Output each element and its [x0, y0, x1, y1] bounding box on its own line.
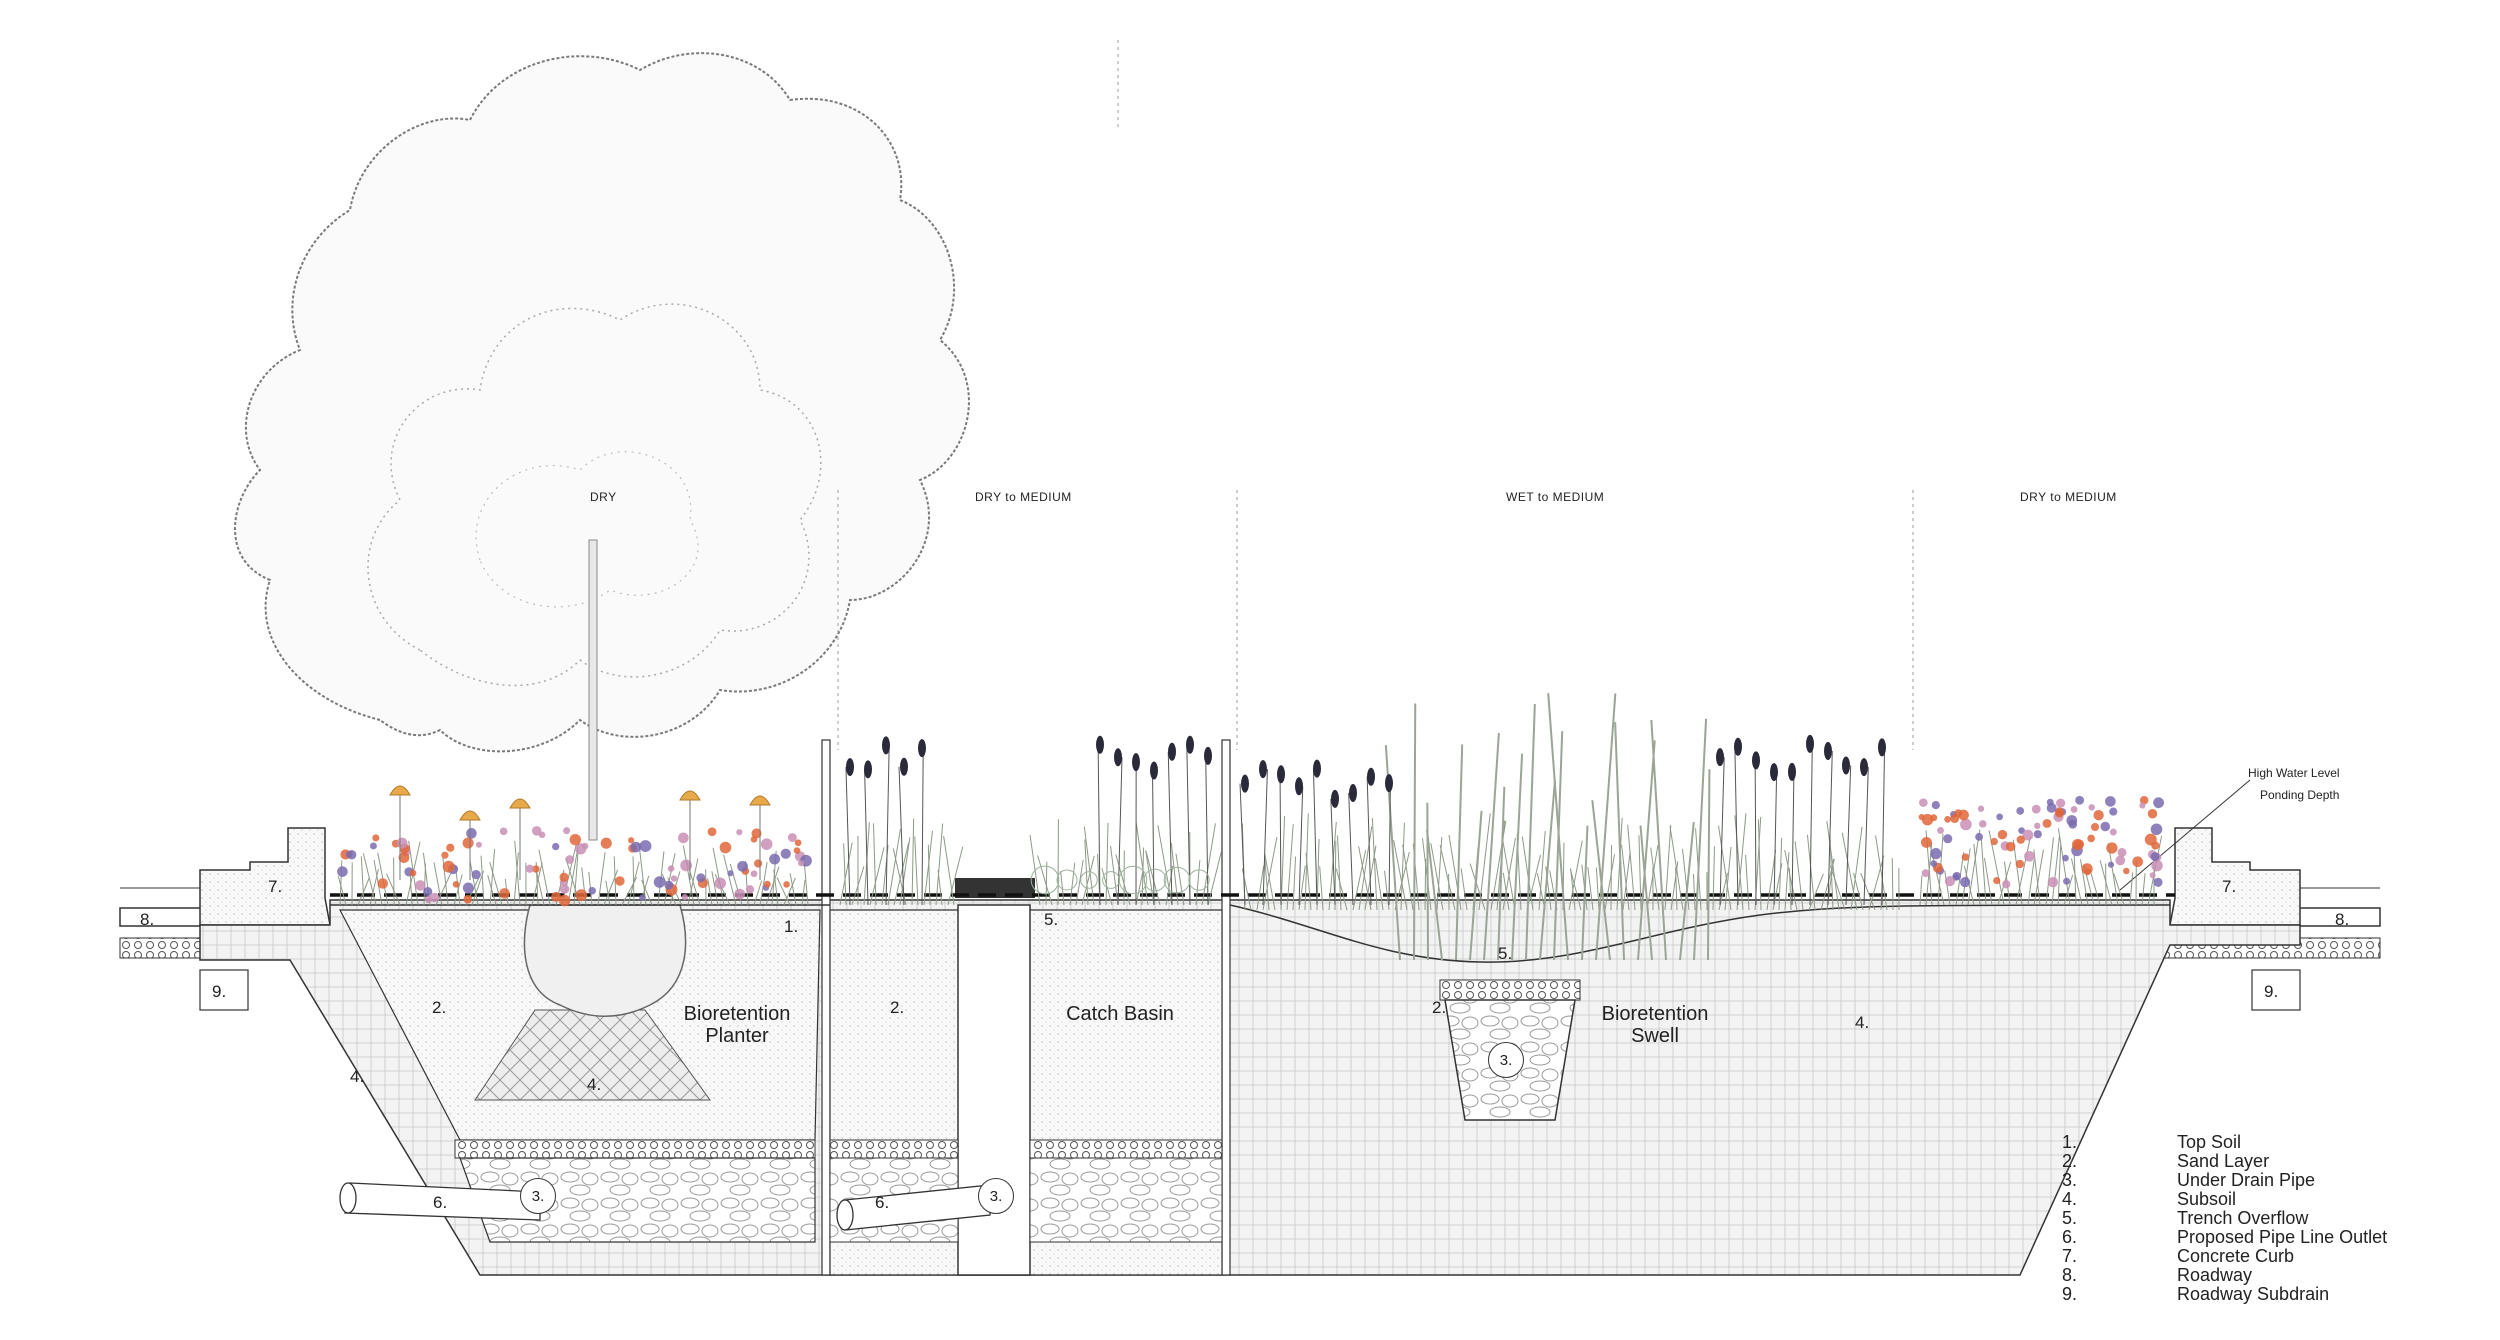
catch-basin-label: Catch Basin: [1055, 1003, 1185, 1025]
legend-num: 5.: [2062, 1209, 2177, 1228]
legend-label: Trench Overflow: [2177, 1209, 2308, 1228]
marker-subsoil-wedge: 4.: [587, 1075, 601, 1095]
marker-outlet-planter: 6.: [433, 1193, 447, 1213]
legend-row: 3.Under Drain Pipe: [2062, 1171, 2387, 1190]
marker-underdrain-planter: 3.: [520, 1178, 556, 1214]
bioretention-planter-label: Bioretention Planter: [672, 1003, 802, 1047]
legend-row: 2.Sand Layer: [2062, 1152, 2387, 1171]
marker-subdrain-right: 9.: [2264, 982, 2278, 1002]
high-water-level-label: High Water Level: [2248, 766, 2340, 780]
zone-label-dry: DRY: [590, 490, 617, 504]
legend-row: 9.Roadway Subdrain: [2062, 1285, 2387, 1304]
legend-label: Under Drain Pipe: [2177, 1171, 2315, 1190]
legend-num: 2.: [2062, 1152, 2177, 1171]
marker-overflow: 5.: [1044, 910, 1058, 930]
zone-dividers: [838, 40, 1913, 750]
marker-sand-catch: 2.: [890, 998, 904, 1018]
legend-label: Sand Layer: [2177, 1152, 2269, 1171]
planter-label-line2: Planter: [672, 1025, 802, 1047]
zone-label-dry-medium-right: DRY to MEDIUM: [2020, 490, 2117, 504]
legend-num: 6.: [2062, 1228, 2177, 1247]
legend-label: Subsoil: [2177, 1190, 2236, 1209]
marker-curb-left: 7.: [268, 877, 282, 897]
marker-sand-planter: 2.: [432, 998, 446, 1018]
bioretention-swell-label: Bioretention Swell: [1590, 1003, 1720, 1047]
legend-row: 6.Proposed Pipe Line Outlet: [2062, 1228, 2387, 1247]
swell-label-line2: Swell: [1590, 1025, 1720, 1047]
marker-top-soil-planter: 1.: [784, 917, 798, 937]
legend-row: 4.Subsoil: [2062, 1190, 2387, 1209]
legend-num: 4.: [2062, 1190, 2177, 1209]
zone-label-dry-medium: DRY to MEDIUM: [975, 490, 1072, 504]
marker-subsoil-left: 4.: [350, 1067, 364, 1087]
planter-label-line1: Bioretention: [672, 1003, 802, 1025]
legend-label: Top Soil: [2177, 1133, 2241, 1152]
legend-row: 1.Top Soil: [2062, 1133, 2387, 1152]
marker-sand-swell: 2.: [1432, 998, 1446, 1018]
legend-label: Roadway Subdrain: [2177, 1285, 2329, 1304]
marker-roadway-right: 8.: [2335, 910, 2349, 930]
marker-subsoil-right: 4.: [1855, 1013, 1869, 1033]
legend-label: Proposed Pipe Line Outlet: [2177, 1228, 2387, 1247]
marker-curb-right: 7.: [2222, 877, 2236, 897]
legend-row: 8.Roadway: [2062, 1266, 2387, 1285]
legend-row: 5.Trench Overflow: [2062, 1209, 2387, 1228]
legend-num: 3.: [2062, 1171, 2177, 1190]
legend-label: Roadway: [2177, 1266, 2252, 1285]
tree-canopy: [235, 53, 969, 840]
legend-num: 9.: [2062, 1285, 2177, 1304]
marker-overflow-swell: 5.: [1498, 944, 1512, 964]
ponding-depth-label: Ponding Depth: [2260, 788, 2339, 802]
swell-label-line1: Bioretention: [1590, 1003, 1720, 1025]
legend-num: 1.: [2062, 1133, 2177, 1152]
legend-label: Concrete Curb: [2177, 1247, 2294, 1266]
marker-underdrain-swell: 3.: [1488, 1042, 1524, 1078]
marker-underdrain-catch: 3.: [978, 1178, 1014, 1214]
marker-subdrain-left: 9.: [212, 982, 226, 1002]
marker-roadway-left: 8.: [140, 910, 154, 930]
legend-num: 7.: [2062, 1247, 2177, 1266]
legend: 1.Top Soil 2.Sand Layer 3.Under Drain Pi…: [2062, 1133, 2387, 1304]
legend-row: 7.Concrete Curb: [2062, 1247, 2387, 1266]
marker-outlet-catch: 6.: [875, 1193, 889, 1213]
zone-label-wet-medium: WET to MEDIUM: [1506, 490, 1604, 504]
legend-num: 8.: [2062, 1266, 2177, 1285]
